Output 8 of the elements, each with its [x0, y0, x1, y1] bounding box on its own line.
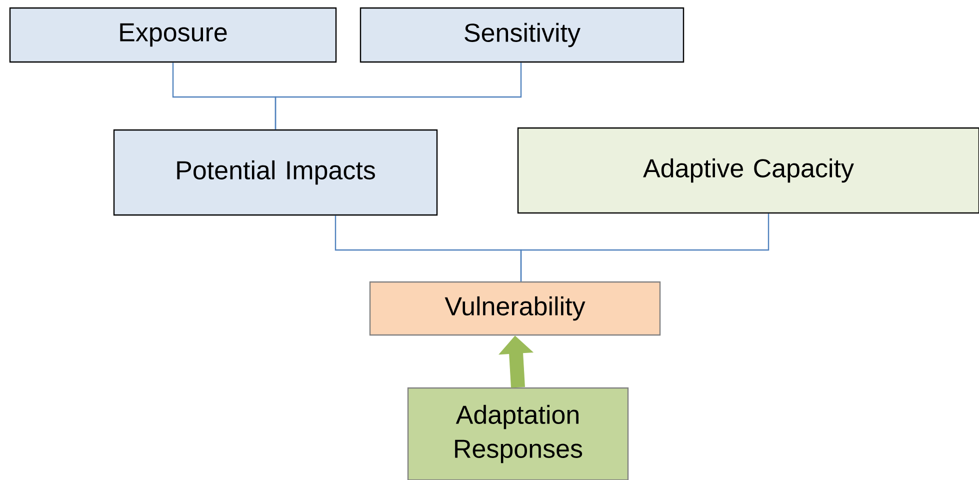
- process-box: Adaptive Capacity: [517, 127, 979, 214]
- process-box: Vulnerability: [369, 281, 661, 336]
- connector-line: [520, 214, 770, 282]
- connector-line: [274, 62, 522, 130]
- process-box: Potential Impacts: [113, 129, 438, 216]
- process-box: Adaptation Responses: [407, 387, 629, 480]
- process-box: Sensitivity: [360, 7, 684, 63]
- process-box: Exposure: [9, 7, 337, 63]
